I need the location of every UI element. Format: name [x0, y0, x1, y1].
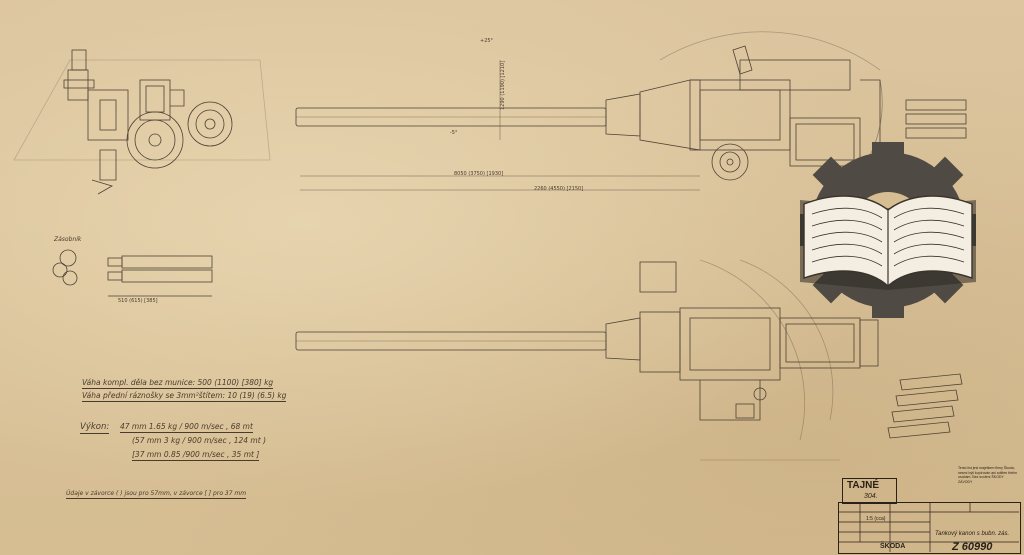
company-name: ŠKODA	[880, 543, 906, 550]
weight-spec: Váha kompl. děla bez munice: 500 (1100) …	[82, 378, 274, 389]
overall-length-label: 2260 (4550) [2150]	[534, 186, 584, 192]
shield-spec: Váha přední ráznošky se 3mm²štítem: 10 (…	[82, 391, 287, 402]
drawing-number: Z 60990	[952, 541, 993, 553]
classification-stamp	[842, 478, 897, 504]
footnote: Údaje v závorce ( ) jsou pro 57mm, v záv…	[66, 490, 247, 499]
performance-47mm: 47 mm 1.65 kg / 900 m/sec , 68 mt	[120, 422, 253, 433]
title-block	[838, 502, 1021, 554]
copyright-note: Tento list jest majetkem firmy Škoda, ne…	[958, 466, 1018, 484]
ammo-length-label: 510 (615) [385]	[118, 298, 158, 304]
stamp-number: 304.	[864, 493, 878, 500]
plan-view	[295, 259, 963, 461]
depression-angle-label: -5°	[450, 130, 458, 136]
barrel-length-label: 8050 (3750) [1930]	[454, 171, 504, 177]
performance-heading: Výkon:	[80, 422, 110, 434]
drawing-description: Tankový kanon s bubn. zás.	[935, 531, 1010, 537]
end-view-drawing	[13, 49, 271, 195]
gear-book-logo	[800, 142, 976, 318]
elevation-angle-label: +25°	[480, 38, 494, 44]
title-block-grid	[838, 502, 1019, 552]
ammo-clip-drawing	[52, 249, 213, 297]
scale-text: 1:5 (cca)	[866, 516, 886, 522]
performance-37mm: [37 mm 0.85 /900 m/sec , 35 mt ]	[132, 450, 260, 461]
classification-text: TAJNÉ	[847, 480, 880, 491]
ammo-clip-label: Zásobník	[54, 236, 82, 243]
performance-57mm: (57 mm 3 kg / 900 m/sec , 124 mt )	[132, 436, 266, 445]
vertical-height-label: 1290 (1190) [1210]	[500, 60, 506, 110]
